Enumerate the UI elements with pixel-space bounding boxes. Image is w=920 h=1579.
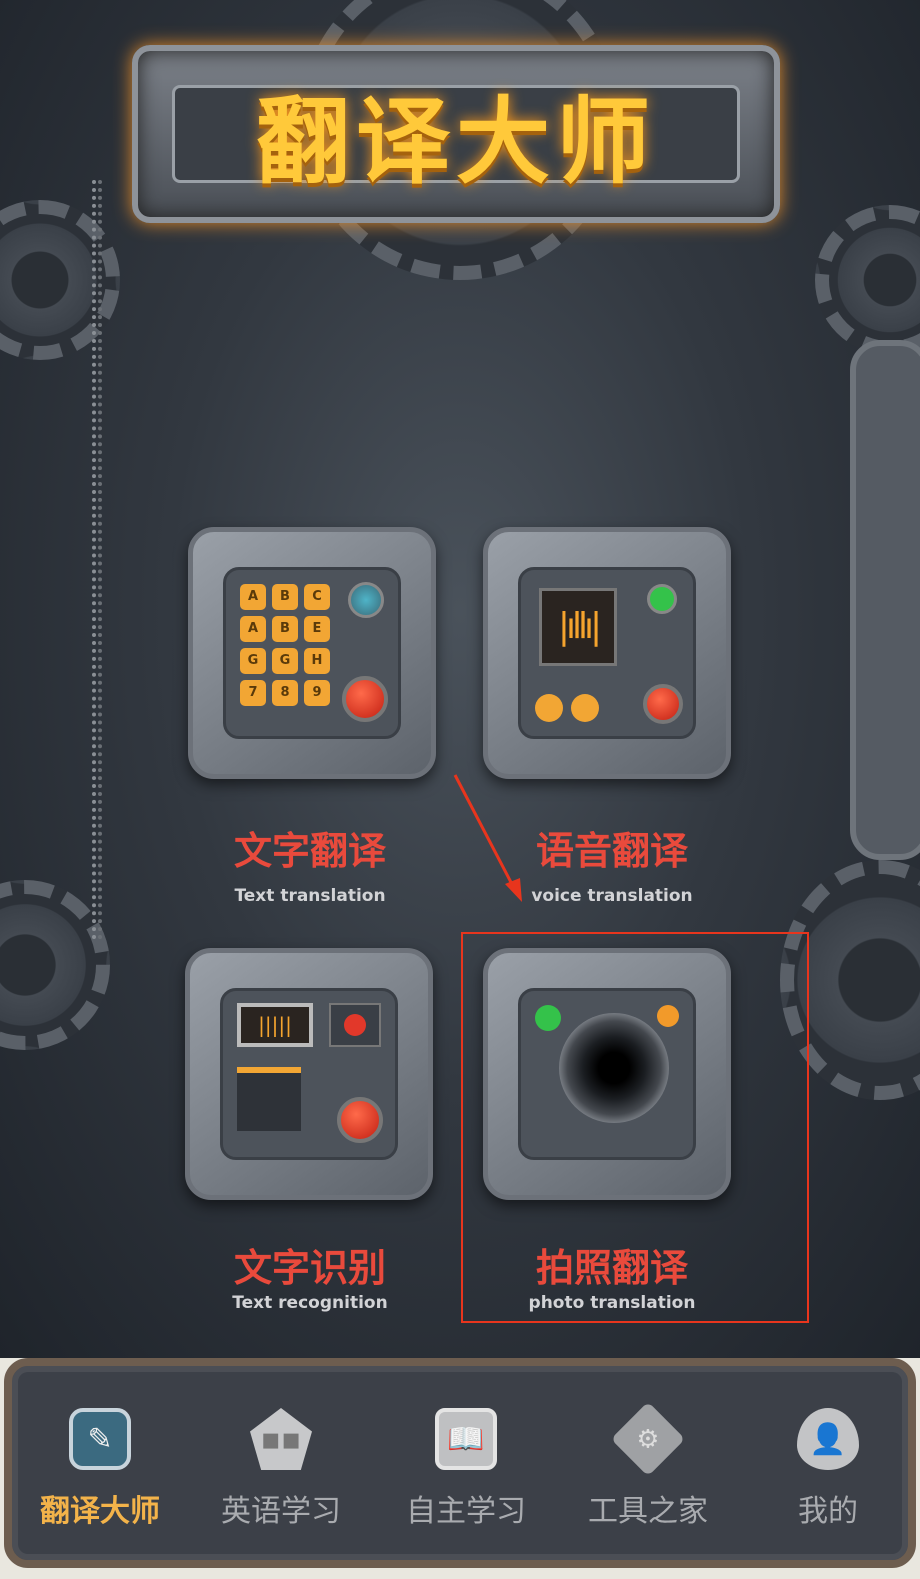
orange-button-icon [535,694,563,722]
power-icon [348,582,384,618]
keypad-key: 7 [240,680,266,706]
title-banner: 翻译大师 [132,45,780,223]
waveform-icon: |ıllı| [539,588,617,666]
nav-item-tools-home[interactable]: ⚙ 工具之家 [563,1401,733,1530]
gear-icon: ⚙ [610,1401,686,1477]
nav-label: 工具之家 [588,1494,708,1529]
feature-title[interactable]: 文字翻译 [233,829,386,873]
voice-translation-tile[interactable]: |ıllı| [483,527,731,779]
highlight-box [461,932,809,1323]
feature-title[interactable]: 拍照翻译 [535,1246,688,1290]
red-button-icon [342,676,388,722]
display-icon: ||||| [237,1003,313,1047]
feature-subtitle: voice translation [531,886,693,906]
keypad-key: C [304,584,330,610]
nav-item-translation-master[interactable]: ✎ 翻译大师 [15,1408,185,1530]
nav-label: 翻译大师 [40,1494,160,1529]
keypad-key: A [240,616,266,642]
nav-label: 我的 [798,1494,858,1529]
camera-lens-icon [559,1013,669,1123]
keypad-key: E [304,616,330,642]
green-light-icon [535,1005,561,1031]
keypad-key: G [272,648,298,674]
green-light-icon [647,584,677,614]
chain-decoration [92,180,102,940]
robot-icon: ▪▪ [250,1408,312,1470]
bottom-nav: ✎ 翻译大师 ▪▪ 英语学习 📖 自主学习 ⚙ 工具之家 👤 我的 [4,1358,916,1568]
red-button-icon [643,684,683,724]
indicator-icon [329,1003,381,1047]
photo-translation-tile[interactable] [483,948,731,1200]
slider-panel-icon [237,1067,301,1131]
user-icon: 👤 [797,1408,859,1470]
text-recognition-tile[interactable]: ||||| [185,948,433,1200]
keypad-key: B [272,584,298,610]
side-panel [850,340,920,860]
keypad-key: H [304,648,330,674]
book-icon: 📖 [435,1408,497,1470]
annotation-arrow-icon [453,774,522,902]
keypad-key: G [240,648,266,674]
feature-subtitle: Text recognition [232,1293,388,1313]
nav-label: 英语学习 [221,1494,341,1529]
keypad-key: 9 [304,680,330,706]
nav-item-english-learning[interactable]: ▪▪ 英语学习 [196,1408,366,1530]
orange-light-icon [657,1005,679,1027]
nav-item-self-study[interactable]: 📖 自主学习 [381,1408,551,1530]
nav-item-mine[interactable]: 👤 我的 [743,1408,913,1530]
edit-note-icon: ✎ [69,1408,131,1470]
nav-label: 自主学习 [406,1494,526,1529]
feature-title[interactable]: 语音翻译 [535,829,688,873]
feature-subtitle: Text translation [234,886,386,906]
orange-button-icon [571,694,599,722]
red-button-icon [337,1097,383,1143]
keypad-key: 8 [272,680,298,706]
keypad-key: A [240,584,266,610]
feature-subtitle: photo translation [528,1293,696,1313]
keypad-key: B [272,616,298,642]
app-title: 翻译大师 [255,88,656,197]
feature-title[interactable]: 文字识别 [233,1246,386,1290]
